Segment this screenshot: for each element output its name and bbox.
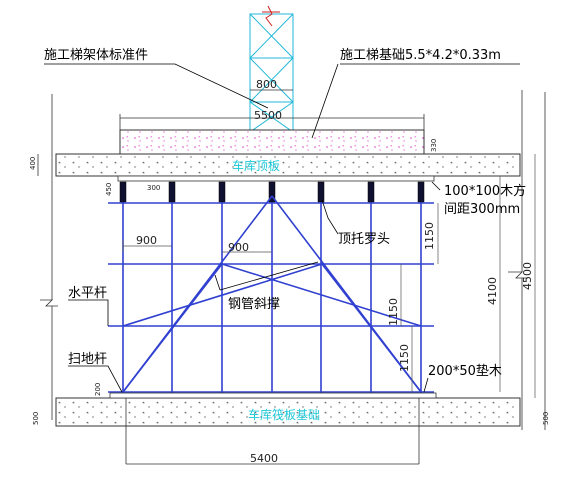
- foundation-thk-dim: 330: [430, 139, 438, 152]
- raft-thk-left: 500: [32, 412, 40, 425]
- raft-thk-right: 500: [542, 412, 550, 425]
- timber-beam: [117, 175, 435, 182]
- pad-label: 200*50垫木: [428, 363, 502, 379]
- scaffold: [108, 181, 437, 399]
- timber-label: 100*100木方: [444, 183, 526, 199]
- jack-small-dim: 300: [147, 184, 160, 192]
- foundation-width-dim: 5500: [254, 109, 282, 122]
- mast-width-dim: 800: [256, 78, 277, 91]
- spacing-dims: [122, 240, 272, 253]
- spacing-mid-dim: 900: [228, 241, 249, 254]
- height-clear-dim: 4100: [486, 277, 499, 305]
- raft-label: 车库筏板基础: [248, 407, 320, 422]
- step-top-dim: 1150: [423, 222, 436, 250]
- timber-spacing-label: 间距300mm: [444, 202, 520, 217]
- brace-label: 钢管斜撑: [228, 297, 280, 312]
- wall-lines: [40, 90, 546, 430]
- bottom-width-dim: 5400: [250, 452, 278, 465]
- leaders: [44, 63, 520, 393]
- jack-h-dim: 450: [105, 183, 113, 196]
- foundation-label: 施工梯基础5.5*4.2*0.33m: [340, 48, 501, 63]
- pad-h-dim: 200: [94, 383, 102, 396]
- step-bottom-dim: 1150: [398, 344, 411, 372]
- height-total-dim: 4500: [521, 262, 534, 290]
- jack-label: 顶托罗头: [338, 232, 390, 247]
- step-mid-dim: 1150: [387, 298, 400, 326]
- break-symbol: [262, 5, 280, 27]
- hoist-foundation: [119, 129, 425, 155]
- roof-slab-label: 车库顶板: [232, 158, 280, 173]
- step-dims: [400, 154, 536, 398]
- sweep-bar-label: 扫地杆: [68, 352, 107, 367]
- slab-thk-dim: 400: [29, 157, 37, 170]
- standard-section-label: 施工梯架体标准件: [44, 48, 148, 63]
- roof-slab: [55, 153, 521, 177]
- horizontal-bar-label: 水平杆: [68, 286, 107, 301]
- spacing-left-dim: 900: [136, 234, 157, 247]
- bottom-dim: [125, 398, 420, 465]
